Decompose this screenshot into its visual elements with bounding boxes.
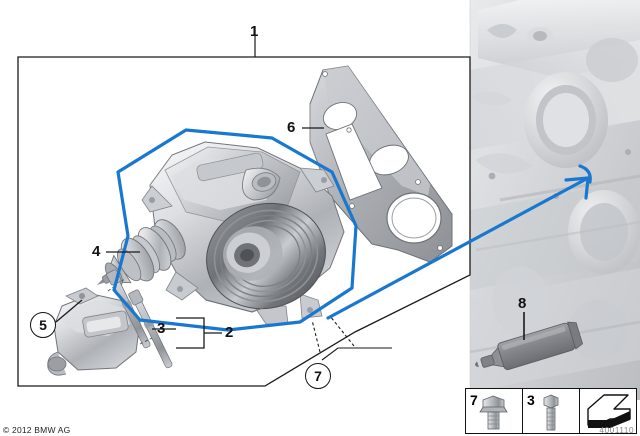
legend-cell-3: 3 bbox=[523, 389, 580, 433]
callout-label-6: 6 bbox=[287, 119, 296, 136]
callout-label-7: 7 bbox=[305, 363, 331, 389]
hex-flange-bolt-icon bbox=[479, 395, 508, 430]
callout-7-text: 7 bbox=[314, 368, 322, 384]
legend-label-7: 7 bbox=[470, 392, 478, 408]
callout-label-2: 2 bbox=[225, 324, 234, 341]
legend-cell-7: 7 bbox=[466, 389, 523, 433]
callout-label-4: 4 bbox=[92, 243, 101, 260]
copyright-text: © 2012 BMW AG bbox=[3, 425, 71, 435]
callout-label-3: 3 bbox=[157, 320, 166, 337]
callout-5-text: 5 bbox=[39, 317, 47, 333]
hex-bolt-icon bbox=[543, 394, 559, 431]
drawing-number: 4001110 bbox=[599, 425, 634, 435]
sealant-bead-arrow-icon bbox=[587, 394, 631, 428]
callout-label-1: 1 bbox=[250, 23, 259, 40]
callout-label-5: 5 bbox=[30, 312, 56, 338]
legend-cell-sealant bbox=[580, 389, 636, 433]
legend-label-3: 3 bbox=[527, 392, 535, 408]
legend-box: 7 3 bbox=[465, 388, 637, 434]
callout-label-8: 8 bbox=[518, 295, 527, 312]
